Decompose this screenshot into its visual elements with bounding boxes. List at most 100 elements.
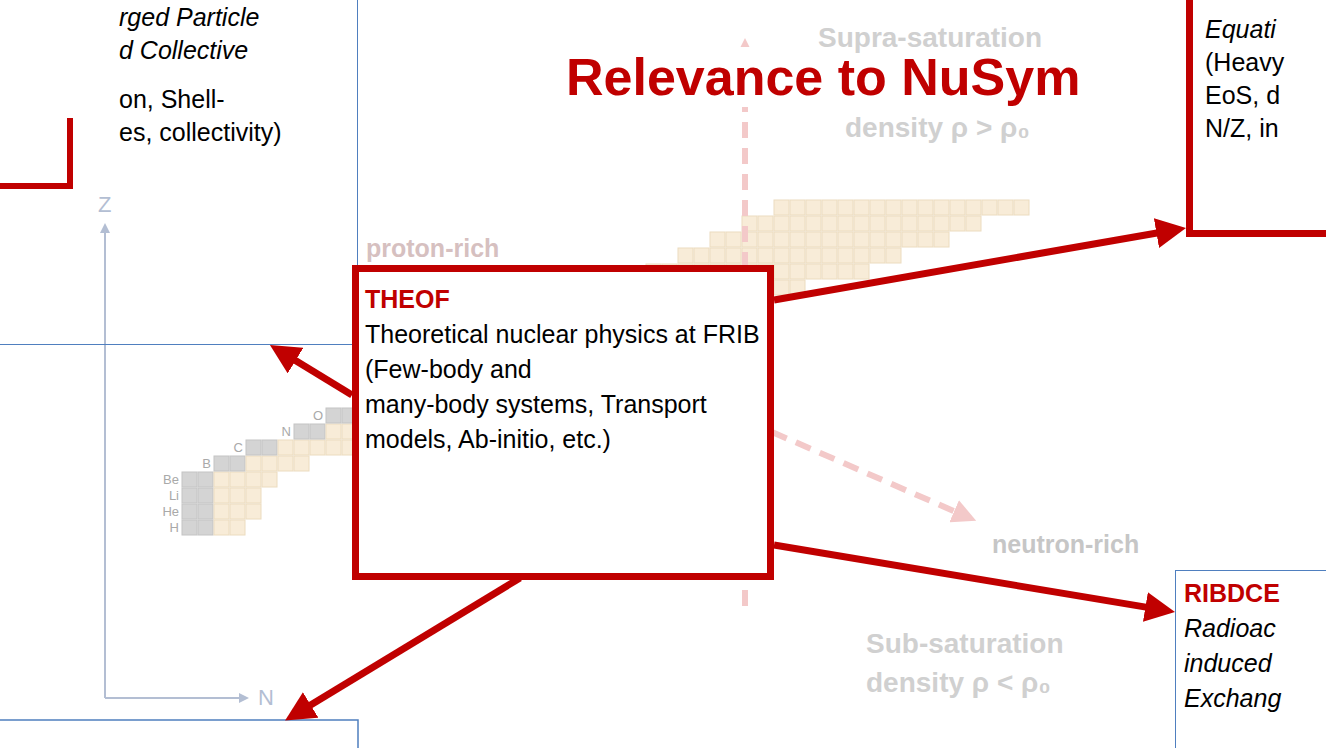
nuclide-cell <box>822 264 837 279</box>
nuclide-cell <box>854 232 869 247</box>
nuclide-cell <box>774 200 789 215</box>
box-text: induced <box>1184 646 1272 681</box>
nuclide-cell <box>918 232 933 247</box>
nuclide-cell <box>838 248 853 263</box>
nuclide-cell <box>182 504 197 519</box>
nuclide-cell <box>310 440 325 455</box>
nuclide-cell <box>182 488 197 503</box>
nuclide-cell <box>230 504 245 519</box>
box-heading: RIBDCE <box>1184 576 1280 611</box>
element-symbol: O <box>292 408 323 424</box>
box-text: EoS, d <box>1205 79 1280 112</box>
nuclide-cell <box>246 472 261 487</box>
nuclide-cell <box>758 248 773 263</box>
nuclide-cell <box>294 424 309 439</box>
nuclide-cell <box>710 232 725 247</box>
nuclide-cell <box>230 472 245 487</box>
nuclide-cell <box>822 232 837 247</box>
region-label: Supra-saturation <box>818 22 1042 54</box>
nuclide-cell <box>326 440 341 455</box>
arrow-connector <box>294 360 352 396</box>
nuclide-cell <box>246 440 261 455</box>
nuclide-cell <box>278 456 293 471</box>
nuclide-cell <box>790 200 805 215</box>
box-text: d Collective <box>119 34 248 67</box>
box-text: Theoretical nuclear physics at FRIB <box>365 317 760 352</box>
nuclide-cell <box>182 520 197 535</box>
nuclide-cell <box>246 488 261 503</box>
nuclide-cell <box>214 504 229 519</box>
nuclide-cell <box>982 200 997 215</box>
nuclide-cell <box>198 472 213 487</box>
nuclide-cell <box>806 216 821 231</box>
nuclide-cell <box>950 200 965 215</box>
nuclide-cell <box>902 232 917 247</box>
arrow-connector <box>774 233 1158 300</box>
nuclide-cell <box>886 200 901 215</box>
nuclide-cell <box>790 216 805 231</box>
nuclide-cell <box>822 216 837 231</box>
nuclide-cell <box>870 232 885 247</box>
element-symbol: C <box>212 440 243 456</box>
nuclide-cell <box>758 232 773 247</box>
nuclide-cell <box>934 232 949 247</box>
nuclide-cell <box>998 200 1013 215</box>
nuclide-cell <box>774 280 789 295</box>
element-symbol: He <box>148 504 179 520</box>
nuclide-cell <box>774 264 789 279</box>
box-text: es, collectivity) <box>119 116 282 149</box>
nuclide-cell <box>790 264 805 279</box>
nuclide-cell <box>854 216 869 231</box>
nuclide-cell <box>886 216 901 231</box>
nuclide-cell <box>726 232 741 247</box>
axis-label: N <box>258 685 274 711</box>
box-text: Radioac <box>1184 611 1276 646</box>
nuclide-cell <box>854 200 869 215</box>
nuclide-cell <box>710 248 725 263</box>
isospin-arrow <box>772 432 956 512</box>
nuclide-cell <box>966 216 981 231</box>
region-label: Sub-saturation <box>866 628 1064 660</box>
nuclide-cell <box>1014 200 1029 215</box>
nuclide-cell <box>326 408 341 423</box>
nuclide-cell <box>854 264 869 279</box>
topic-box: THEOFTheoretical nuclear physics at FRIB… <box>352 265 774 580</box>
topic-box: Equati(HeavyEoS, dN/Z, in <box>1186 0 1326 237</box>
nuclide-cell <box>294 440 309 455</box>
nuclide-cell <box>262 456 277 471</box>
nuclide-cell <box>758 216 773 231</box>
box-text: Equati <box>1205 13 1276 46</box>
nuclide-cell <box>198 520 213 535</box>
nuclide-cell <box>214 520 229 535</box>
box-text: (Heavy <box>1205 46 1284 79</box>
nuclide-cell <box>918 216 933 231</box>
nuclide-cell <box>838 216 853 231</box>
box-heading: THEOF <box>365 282 450 317</box>
nuclide-cell <box>214 472 229 487</box>
n-axis <box>105 697 240 699</box>
box-text: on, Shell- <box>119 83 225 116</box>
nuclide-cell <box>326 424 341 439</box>
nuclide-cell <box>902 200 917 215</box>
region-label: density ρ > ρ₀ <box>845 112 1030 144</box>
nuclide-cell <box>246 504 261 519</box>
z-axis <box>104 232 106 698</box>
nuclide-cell <box>198 504 213 519</box>
nuclide-cell <box>262 440 277 455</box>
nuclide-cell <box>838 200 853 215</box>
topic-box: rged Particled Collectiveon, Shell-es, c… <box>0 0 358 345</box>
element-symbol: H <box>148 520 179 536</box>
element-symbol: B <box>180 456 211 472</box>
element-symbol: Li <box>148 488 179 504</box>
nuclide-cell <box>694 248 709 263</box>
nuclide-cell <box>870 216 885 231</box>
box-text: many-body systems, Transport models, Ab-… <box>365 387 767 457</box>
nuclide-cell <box>806 232 821 247</box>
box-text: (Few-body and <box>365 352 532 387</box>
region-label: proton-rich <box>366 234 499 263</box>
nuclide-cell <box>774 248 789 263</box>
nuclide-cell <box>790 248 805 263</box>
nuclide-cell <box>966 200 981 215</box>
nuclide-cell <box>294 456 309 471</box>
nuclide-cell <box>678 248 693 263</box>
